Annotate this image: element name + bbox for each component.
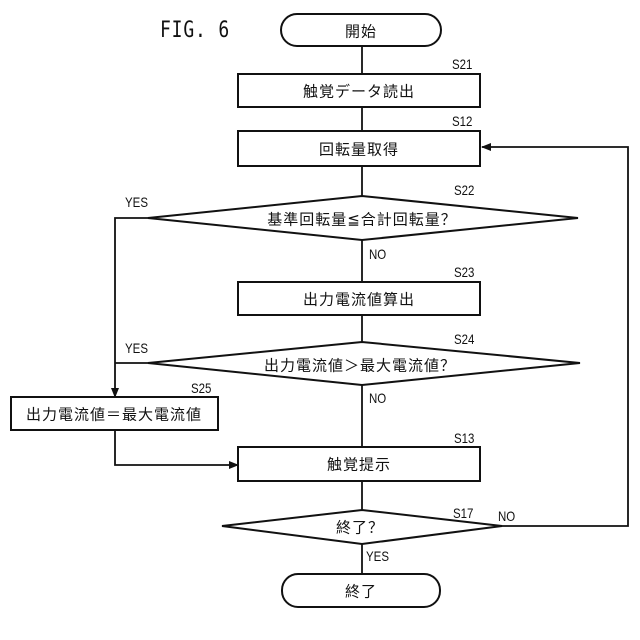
s22-text: 基準回転量≦合計回転量？ xyxy=(267,209,457,230)
s12-text: 回転量取得 xyxy=(319,139,399,160)
edge-s22-yes xyxy=(115,218,148,397)
s24-no-label: NO xyxy=(369,390,386,406)
s22-yes-label: YES xyxy=(125,194,148,210)
step-label-s24: S24 xyxy=(454,331,474,347)
start-text: 開始 xyxy=(345,21,377,42)
s22-no-label: NO xyxy=(369,246,386,262)
s23-text: 出力電流値算出 xyxy=(303,289,415,310)
s25-text: 出力電流値＝最大電流値 xyxy=(26,404,202,425)
s17-no-label: NO xyxy=(498,508,515,524)
step-label-s22: S22 xyxy=(454,182,474,198)
step-label-s25: S25 xyxy=(191,380,211,396)
s17-text: 終了？ xyxy=(336,517,384,538)
edge-s25-s13 xyxy=(115,430,238,465)
edge-s17-no-loop xyxy=(482,147,628,526)
s13-text: 触覚提示 xyxy=(327,454,391,475)
step-label-s12: S12 xyxy=(452,113,472,129)
step-label-s23: S23 xyxy=(454,264,474,280)
s24-text: 出力電流値＞最大電流値？ xyxy=(264,355,456,376)
step-label-s13: S13 xyxy=(454,430,474,446)
s17-yes-label: YES xyxy=(366,548,389,564)
s24-yes-label: YES xyxy=(125,340,148,356)
figure-label: FIG. 6 xyxy=(160,18,230,43)
step-label-s17: S17 xyxy=(453,505,473,521)
step-label-s21: S21 xyxy=(452,56,472,72)
s21-text: 触覚データ読出 xyxy=(303,81,415,102)
end-text: 終了 xyxy=(345,581,377,602)
